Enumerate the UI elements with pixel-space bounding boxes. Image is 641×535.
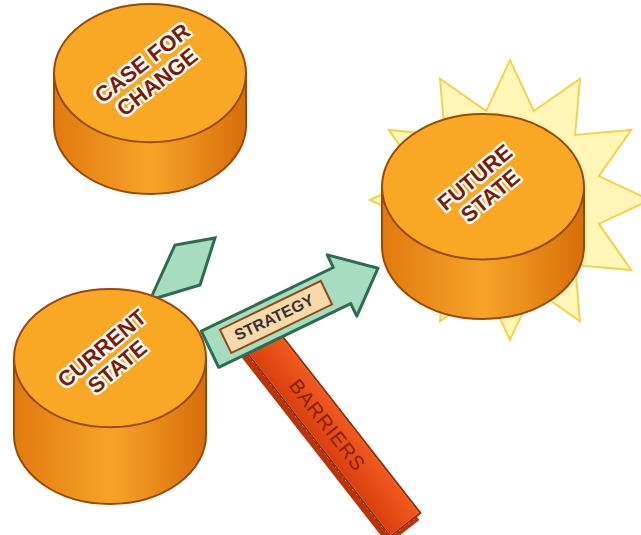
state-cylinder: CURRENT STATE	[10, 285, 210, 510]
cylinder-top	[14, 289, 206, 427]
wall-label: BARRIERS	[236, 315, 419, 535]
state-cylinder: CASE FOR CHANGE	[50, 0, 250, 200]
cylinder-top	[382, 114, 584, 259]
cylinder-top	[54, 4, 246, 142]
arrow-return-tab	[150, 238, 215, 300]
cylinder-shape	[10, 285, 210, 510]
sun-burst	[370, 60, 641, 340]
state-cylinder: FUTURE STATE	[378, 110, 588, 325]
barrier-wall: BARRIERS	[233, 312, 422, 535]
